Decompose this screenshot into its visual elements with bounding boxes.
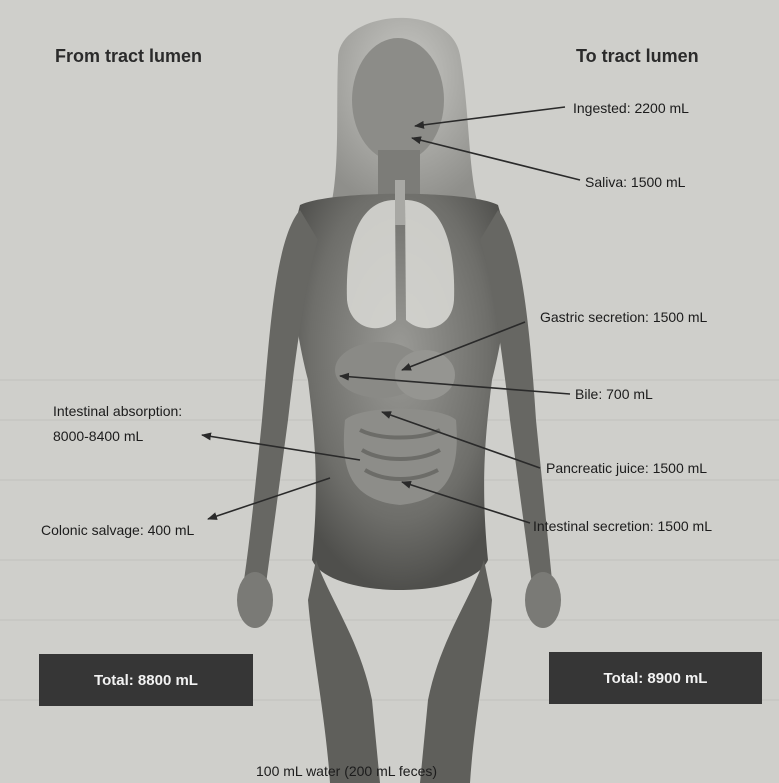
total-right-text: Total: 8900 mL: [604, 670, 708, 687]
to-tract-header: To tract lumen: [576, 46, 699, 67]
label-intestinal-absorption-value: 8000-8400 mL: [53, 428, 143, 444]
label-pancreatic-juice: Pancreatic juice: 1500 mL: [546, 460, 707, 476]
total-left-box: Total: 8800 mL: [39, 654, 253, 706]
label-ingested: Ingested: 2200 mL: [573, 100, 689, 116]
footer-feces-water: 100 mL water (200 mL feces): [256, 763, 437, 779]
total-right-box: Total: 8900 mL: [549, 652, 762, 704]
label-intestinal-secretion: Intestinal secretion: 1500 mL: [533, 518, 712, 534]
label-colonic-salvage: Colonic salvage: 400 mL: [41, 522, 194, 538]
label-gastric-secretion: Gastric secretion: 1500 mL: [540, 309, 707, 325]
label-bile: Bile: 700 mL: [575, 386, 653, 402]
label-saliva: Saliva: 1500 mL: [585, 174, 685, 190]
label-intestinal-absorption: Intestinal absorption:: [53, 403, 182, 419]
total-left-text: Total: 8800 mL: [94, 672, 198, 689]
from-tract-header: From tract lumen: [55, 46, 202, 67]
